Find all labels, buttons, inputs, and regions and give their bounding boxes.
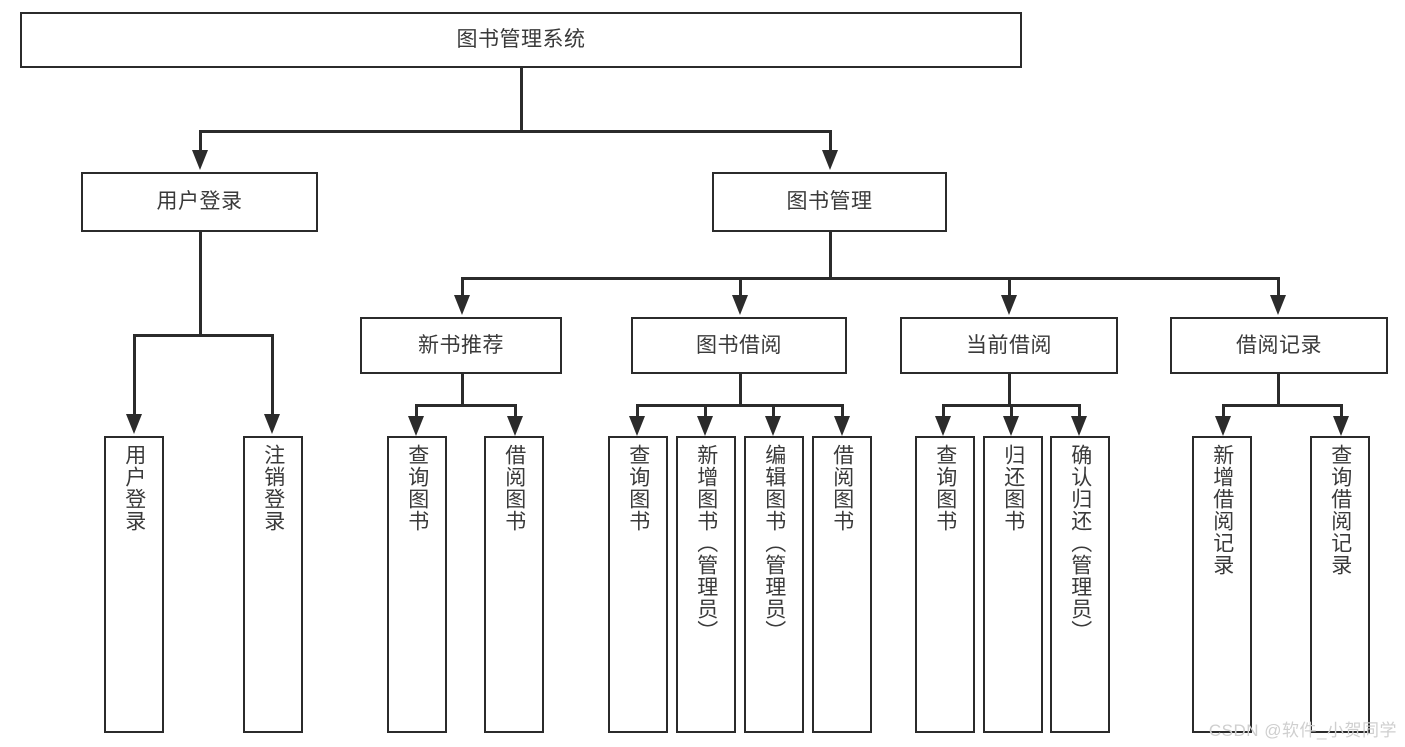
node-root-system[interactable]: 图书管理系统: [20, 12, 1022, 68]
arrow-to-current-borrow: [1001, 295, 1017, 315]
leaf-label: 注销登录: [261, 444, 285, 532]
leaf-label: 查询图书: [405, 444, 429, 532]
node-label: 借阅记录: [1236, 333, 1322, 357]
node-current-borrow[interactable]: 当前借阅: [900, 317, 1118, 374]
connector-current-borrow-stem: [1008, 374, 1011, 406]
connector-current-borrow-leaf-2: [1010, 404, 1013, 418]
leaf-label: 用户登录: [122, 444, 146, 532]
leaf-borrow-book-recommend[interactable]: 借阅图书: [484, 436, 544, 733]
leaf-label: 新增图书（管理员）: [694, 444, 718, 642]
connector-user-login-leaf-1: [133, 334, 136, 416]
leaf-label: 归还图书: [1001, 444, 1025, 532]
leaf-confirm-return[interactable]: 确认归还（管理员）: [1050, 436, 1110, 733]
connector-borrow-record-stem: [1277, 374, 1280, 406]
arrow-to-borrow-record: [1270, 295, 1286, 315]
node-label: 图书管理系统: [456, 28, 586, 52]
leaf-edit-book[interactable]: 编辑图书（管理员）: [744, 436, 804, 733]
leaf-query-book-current[interactable]: 查询图书: [915, 436, 975, 733]
arrow-to-leaf-user-login: [126, 414, 142, 434]
node-borrow-record[interactable]: 借阅记录: [1170, 317, 1388, 374]
connector-level2-bus: [461, 277, 1279, 280]
connector-current-borrow-leaf-1: [942, 404, 945, 418]
arrow-to-leaf-borrow-book-2: [834, 416, 850, 436]
arrow-to-book-manage: [822, 150, 838, 170]
connector-to-borrow-record: [1277, 277, 1280, 297]
connector-to-book-borrow: [739, 277, 742, 297]
connector-book-borrow-stem: [739, 374, 742, 406]
connector-root-stem: [520, 68, 523, 132]
connector-to-current-borrow: [1008, 277, 1011, 297]
arrow-to-user-login: [192, 150, 208, 170]
leaf-label: 借阅图书: [502, 444, 526, 532]
connector-book-borrow-leaf-1: [636, 404, 639, 418]
arrow-to-new-book: [454, 295, 470, 315]
leaf-query-book-recommend[interactable]: 查询图书: [387, 436, 447, 733]
connector-root-to-user-login: [199, 130, 202, 152]
leaf-logout[interactable]: 注销登录: [243, 436, 303, 733]
connector-new-book-leaf-1: [415, 404, 418, 418]
arrow-to-leaf-logout: [264, 414, 280, 434]
arrow-to-leaf-confirm-return: [1071, 416, 1087, 436]
connector-borrow-record-leaf-2: [1340, 404, 1343, 418]
node-label: 图书借阅: [696, 333, 782, 357]
connector-new-book-bus: [415, 404, 517, 407]
node-book-borrow[interactable]: 图书借阅: [631, 317, 847, 374]
node-label: 用户登录: [156, 190, 243, 214]
node-user-login[interactable]: 用户登录: [81, 172, 318, 232]
connector-book-borrow-leaf-4: [841, 404, 844, 418]
connector-book-borrow-leaf-2: [704, 404, 707, 418]
leaf-label: 查询借阅记录: [1328, 444, 1352, 576]
connector-root-to-book-manage: [829, 130, 832, 152]
arrow-to-leaf-add-book: [697, 416, 713, 436]
leaf-return-book[interactable]: 归还图书: [983, 436, 1043, 733]
leaf-label: 查询图书: [933, 444, 957, 532]
connector-new-book-leaf-2: [514, 404, 517, 418]
connector-book-manage-stem: [829, 232, 832, 279]
node-book-manage[interactable]: 图书管理: [712, 172, 947, 232]
arrow-to-leaf-query-book-2: [629, 416, 645, 436]
node-new-book-recommend[interactable]: 新书推荐: [360, 317, 562, 374]
arrow-to-leaf-query-book-1: [408, 416, 424, 436]
connector-to-new-book: [461, 277, 464, 297]
leaf-label: 确认归还（管理员）: [1068, 444, 1092, 642]
connector-user-login-stem: [199, 232, 202, 336]
leaf-add-borrow-record[interactable]: 新增借阅记录: [1192, 436, 1252, 733]
arrow-to-leaf-borrow-book-1: [507, 416, 523, 436]
leaf-borrow-book[interactable]: 借阅图书: [812, 436, 872, 733]
node-label: 新书推荐: [418, 333, 504, 357]
connector-user-login-bus: [133, 334, 273, 337]
connector-book-borrow-bus: [636, 404, 844, 407]
node-label: 图书管理: [786, 190, 873, 214]
arrow-to-leaf-query-record: [1333, 416, 1349, 436]
leaf-label: 查询图书: [626, 444, 650, 532]
leaf-label: 借阅图书: [830, 444, 854, 532]
leaf-label: 新增借阅记录: [1210, 444, 1234, 576]
leaf-user-login[interactable]: 用户登录: [104, 436, 164, 733]
arrow-to-leaf-query-book-3: [935, 416, 951, 436]
leaf-query-borrow-record[interactable]: 查询借阅记录: [1310, 436, 1370, 733]
connector-borrow-record-bus: [1222, 404, 1342, 407]
csdn-watermark: CSDN @软件_小贺同学: [1208, 721, 1397, 740]
leaf-label: 编辑图书（管理员）: [762, 444, 786, 642]
node-label: 当前借阅: [966, 333, 1052, 357]
leaf-add-book[interactable]: 新增图书（管理员）: [676, 436, 736, 733]
connector-new-book-stem: [461, 374, 464, 406]
connector-current-borrow-leaf-3: [1078, 404, 1081, 418]
connector-user-login-leaf-2: [271, 334, 274, 416]
connector-book-borrow-leaf-3: [772, 404, 775, 418]
arrow-to-leaf-add-record: [1215, 416, 1231, 436]
leaf-query-book-borrow[interactable]: 查询图书: [608, 436, 668, 733]
arrow-to-book-borrow: [732, 295, 748, 315]
arrow-to-leaf-edit-book: [765, 416, 781, 436]
connector-borrow-record-leaf-1: [1222, 404, 1225, 418]
arrow-to-leaf-return-book: [1003, 416, 1019, 436]
connector-root-bus: [199, 130, 831, 133]
